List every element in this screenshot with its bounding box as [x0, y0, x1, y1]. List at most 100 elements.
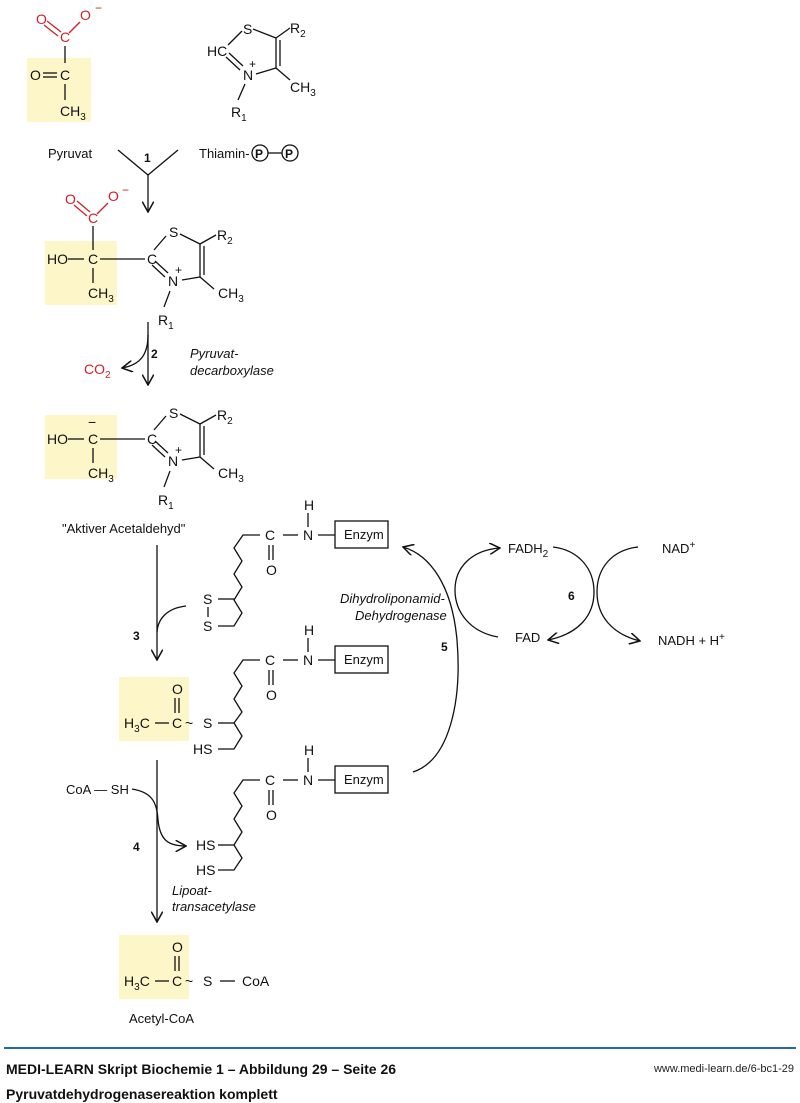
- footer-source: MEDI-LEARN Skript Biochemie 1 – Abbildun…: [6, 1061, 397, 1077]
- svg-text:O: O: [172, 681, 183, 697]
- svg-text:S: S: [243, 21, 252, 37]
- co2-label: CO2: [84, 361, 111, 381]
- svg-text:C: C: [265, 772, 275, 788]
- svg-text:−: −: [122, 183, 129, 197]
- svg-text:N: N: [303, 652, 313, 668]
- step-1-arrow: 1: [117, 149, 179, 212]
- pyruvat-charge: −: [95, 1, 102, 15]
- svg-text:O: O: [172, 939, 183, 955]
- svg-text:~: ~: [185, 715, 193, 731]
- svg-text:+: +: [175, 443, 182, 457]
- svg-text:HO: HO: [47, 431, 68, 447]
- svg-text:CH3: CH3: [60, 103, 86, 123]
- step-2-arrow: 2 CO2 Pyruvat- decarboxylase: [84, 322, 274, 385]
- svg-text:O: O: [266, 807, 277, 823]
- step-1-label: 1: [144, 151, 151, 165]
- step-4-label: 4: [133, 840, 140, 854]
- svg-text:O: O: [65, 191, 76, 207]
- svg-text:N: N: [303, 527, 313, 543]
- svg-text:transacetylase: transacetylase: [172, 899, 256, 914]
- hydroxyethyl-carboxy-tpp: O O − C HO C CH3 C S N + R2 CH3 R1: [45, 183, 244, 332]
- aktiver-acetaldehyd-label: "Aktiver Acetaldehyd": [62, 521, 186, 536]
- phosphate-2: P: [285, 147, 293, 161]
- svg-text:S: S: [203, 591, 212, 607]
- svg-text:S: S: [169, 405, 178, 421]
- step-5-arrow: 5 Dihydroliponamid- Dehydrogenase: [340, 547, 459, 773]
- svg-text:H: H: [304, 742, 314, 758]
- nadh-label: NADH + H+: [658, 632, 725, 648]
- svg-text:HO: HO: [47, 251, 68, 267]
- svg-text:CH3: CH3: [88, 285, 114, 305]
- footer-divider: [4, 1047, 796, 1049]
- svg-text:S: S: [203, 618, 212, 634]
- svg-text:C: C: [265, 652, 275, 668]
- svg-text:R2: R2: [217, 407, 233, 427]
- svg-text:R1: R1: [158, 312, 174, 332]
- step-2-label: 2: [151, 347, 158, 361]
- svg-text:CoA: CoA: [242, 973, 270, 989]
- step-3-label: 3: [133, 629, 140, 643]
- acetyl-coa: O H3C C ~ S CoA Acetyl-CoA: [119, 935, 270, 1026]
- pyruvat-keto-o: O: [30, 67, 41, 83]
- figure-caption: Pyruvatdehydrogenasereaktion komplett: [6, 1086, 278, 1102]
- svg-text:+: +: [175, 263, 182, 277]
- svg-text:N: N: [168, 453, 178, 469]
- svg-text:R1: R1: [231, 104, 247, 124]
- svg-text:H: H: [304, 497, 314, 513]
- svg-text:+: +: [249, 57, 256, 71]
- svg-text:N: N: [168, 273, 178, 289]
- svg-text:C: C: [147, 431, 157, 447]
- enzyme-pyruvat-decarboxylase: Pyruvat-: [190, 346, 239, 361]
- dihydrolipoamide: H C N Enzym O HS HS: [196, 742, 389, 878]
- svg-text:H3C: H3C: [124, 715, 150, 735]
- svg-text:C: C: [172, 715, 182, 731]
- svg-text:CH3: CH3: [218, 465, 244, 485]
- svg-text:C: C: [147, 251, 157, 267]
- pyruvat-carboxyl-c: C: [60, 29, 70, 45]
- svg-text:H: H: [304, 622, 314, 638]
- enzyme-dihydrolipoamid-dehydrogenase: Dihydroliponamid-: [340, 591, 445, 606]
- svg-text:S: S: [203, 973, 212, 989]
- enzyme-lipoat-transacetylase: Lipoat-: [172, 883, 212, 898]
- svg-text:O: O: [108, 188, 119, 204]
- svg-text:HS: HS: [193, 741, 212, 757]
- svg-text:−: −: [88, 414, 96, 430]
- svg-text:R2: R2: [290, 20, 306, 40]
- svg-text:R2: R2: [217, 227, 233, 247]
- step-4-arrow: CoA — SH 4 Lipoat- transacetylase: [66, 760, 256, 922]
- svg-text:O: O: [266, 687, 277, 703]
- svg-text:C: C: [88, 251, 98, 267]
- pyruvat-o2: O: [80, 7, 91, 23]
- svg-text:Dehydrogenase: Dehydrogenase: [355, 608, 447, 623]
- svg-text:HS: HS: [196, 837, 215, 853]
- lipoamide-oxidized: H C N Enzym O S S: [203, 497, 389, 634]
- step-5-label: 5: [441, 640, 448, 654]
- footer-url[interactable]: www.medi-learn.de/6-bc1-29: [653, 1063, 794, 1075]
- svg-text:CH3: CH3: [88, 465, 114, 485]
- svg-text:C: C: [172, 973, 182, 989]
- svg-text:C: C: [88, 210, 98, 226]
- thiamin-label: Thiamin-: [199, 146, 250, 161]
- fad-label: FAD: [515, 630, 540, 645]
- enzym-box-2: [334, 645, 389, 674]
- svg-text:Enzym: Enzym: [344, 652, 384, 667]
- svg-text:~: ~: [185, 973, 193, 989]
- svg-text:H3C: H3C: [124, 973, 150, 993]
- svg-text:CH3: CH3: [290, 79, 316, 99]
- pyruvat-o1: O: [36, 11, 47, 27]
- svg-text:Enzym: Enzym: [344, 772, 384, 787]
- step-6-label: 6: [568, 589, 575, 603]
- reaction-diagram: O O − C O C CH3 Pyruvat S HC N + R2 CH3 …: [27, 1, 725, 1026]
- svg-text:CH3: CH3: [218, 285, 244, 305]
- fad-cycle: FADH2 FAD 6 NAD+ NADH + H+: [454, 540, 725, 648]
- pyruvat-c2: C: [60, 67, 70, 83]
- coa-sh-label: CoA — SH: [66, 782, 129, 797]
- svg-text:S: S: [169, 224, 178, 240]
- fadh2-label: FADH2: [508, 541, 549, 560]
- thiamin-molecule: S HC N + R2 CH3 R1 Thiamin- P P: [199, 20, 316, 162]
- svg-text:N: N: [303, 772, 313, 788]
- svg-text:decarboxylase: decarboxylase: [190, 363, 274, 378]
- phosphate-1: P: [255, 147, 263, 161]
- acetyl-dihydrolipoamide: O H3C C ~ S H C N Enzym O HS: [119, 622, 389, 757]
- svg-text:HS: HS: [196, 862, 215, 878]
